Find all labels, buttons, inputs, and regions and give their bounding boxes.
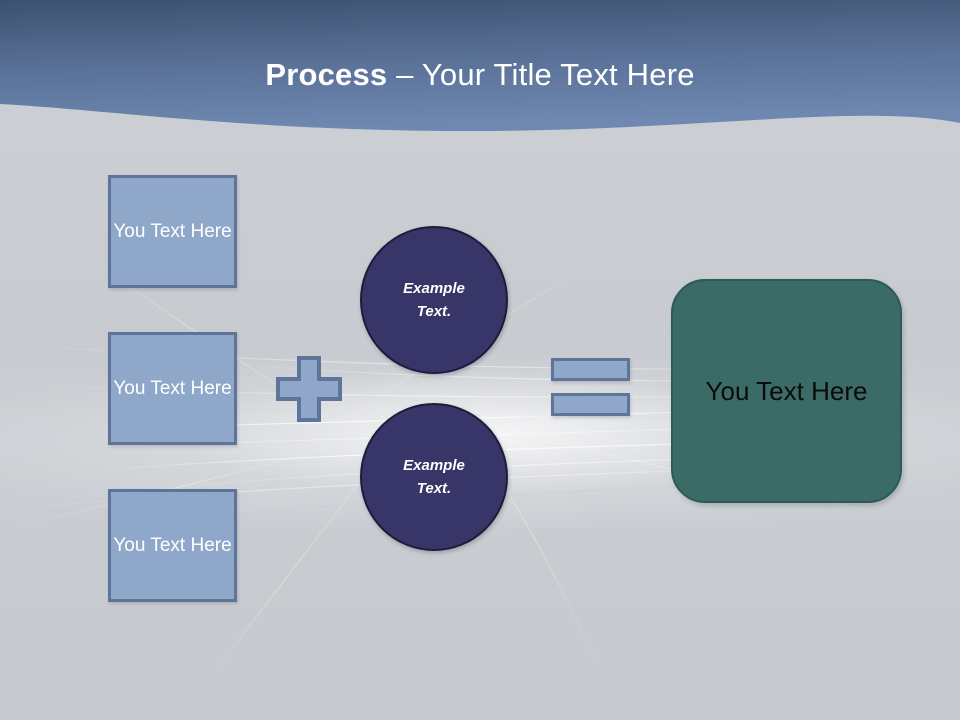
equals-bar-bottom bbox=[551, 393, 630, 416]
input-box-3-label: You Text Here bbox=[113, 534, 232, 556]
page-title: Process – Your Title Text Here bbox=[0, 55, 960, 95]
input-box-1[interactable]: You Text Here bbox=[108, 175, 237, 288]
page-title-strong: Process bbox=[265, 57, 388, 92]
example-circle-1[interactable]: Example Text. bbox=[360, 226, 508, 374]
input-box-2-label: You Text Here bbox=[113, 377, 232, 399]
result-box[interactable]: You Text Here bbox=[671, 279, 902, 503]
example-circle-2-line1: Example bbox=[403, 457, 465, 474]
input-box-2[interactable]: You Text Here bbox=[108, 332, 237, 445]
input-box-1-label: You Text Here bbox=[113, 220, 232, 242]
example-circle-1-line2: Text. bbox=[416, 303, 452, 320]
equals-sign-icon bbox=[551, 358, 630, 416]
example-circle-1-line1: Example bbox=[403, 280, 465, 297]
example-circle-2-line2: Text. bbox=[416, 480, 452, 497]
example-circle-2[interactable]: Example Text. bbox=[360, 403, 508, 551]
input-box-3[interactable]: You Text Here bbox=[108, 489, 237, 602]
page-title-rest: – Your Title Text Here bbox=[387, 57, 695, 92]
equals-bar-top bbox=[551, 358, 630, 381]
result-box-label: You Text Here bbox=[705, 375, 868, 406]
plus-sign-icon bbox=[276, 356, 342, 422]
